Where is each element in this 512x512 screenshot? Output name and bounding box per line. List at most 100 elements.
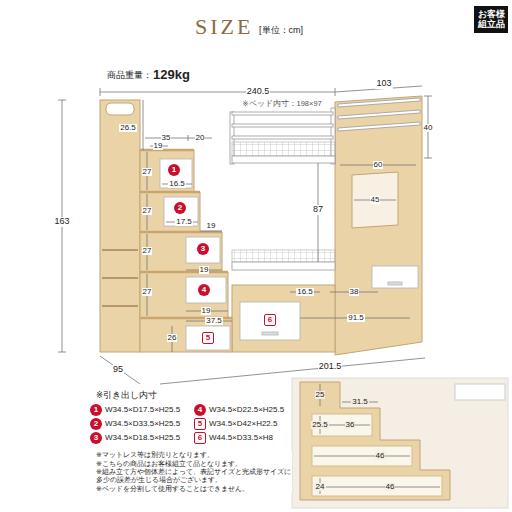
dimension-line [100,88,335,96]
dimension-label: 27 [142,168,153,177]
title: SIZE [194,15,254,39]
drawer-size: W34.5×D17.5×H25.5 [104,406,181,415]
callout-number: 5 [202,332,214,344]
dimension-label: 87 [312,205,324,215]
callout-number: 1 [168,164,180,176]
weight-label: 商品重量： [106,71,153,81]
node-text: 1 [168,164,180,176]
dimension-label: 27 [142,288,153,297]
dimension-label: 163 [53,217,70,227]
bed-drawer [240,266,418,340]
dimension-label: 91.5 [347,314,365,323]
callout-number: 3 [197,243,209,255]
callout-number: 4 [198,284,210,296]
note-text: ※マットレス等は別売りとなります。 [95,451,292,459]
dimension-label: 27 [142,247,153,256]
guard-rail [232,124,333,127]
bed-frame [232,142,335,156]
bed-frame [232,285,335,352]
drawer-size: W34.5×D22.5×H25.5 [208,406,285,415]
guard-rail [338,110,420,119]
callout-number: 1 [90,404,102,416]
dimension-label: 17.5 [175,218,193,227]
dimension-label: 38 [349,288,360,297]
inset-photo [300,382,450,500]
note-text: ※組み立て方や個体差によって、表記サイズと完成形サイズに多少の誤差が生じる場合が… [95,468,292,483]
list-heading: ※引き出し内寸 [95,391,158,400]
node-text: 4 [194,404,206,416]
dimension-label: 24 [315,483,326,492]
node-text: 2 [174,202,186,214]
node-text: 3 [197,243,209,255]
drawer-size: W44.5×D33.5×H8 [208,434,274,443]
inset-photo [312,476,442,496]
inner-size-note: ※ベッド内寸：198×97 [241,100,323,108]
dimension-label: 37.5 [205,317,223,326]
dimension-label: 26 [167,334,178,343]
dimension-line [162,184,232,321]
dimension-label: 95 [112,365,124,375]
dimension-label: 36 [345,421,356,430]
bed-frame [232,250,335,262]
guard-rail [338,98,420,107]
weight-label: 129kg [152,68,191,82]
stair-drawer [186,277,226,303]
dimension-label: 25.5 [311,421,329,430]
node-text: 5 [195,419,205,429]
unit-label: [単位：cm] [258,26,304,36]
dimension-label: 40 [423,124,434,133]
stair-body [140,150,232,352]
inset-photo [292,378,508,508]
stair-side-panel [106,103,134,115]
node-text: お客様組立品 [477,9,505,30]
stair-side-panel [100,100,140,352]
assembly-badge: お客様組立品 [474,6,508,33]
note-text: ※こちらの商品はお客様組立て品となります。 [95,460,292,468]
bed-frame [232,142,335,352]
dimension-label: 26.5 [119,124,137,133]
node-text: 3 [90,432,102,444]
bed-drawer [372,266,418,288]
dimension-label: 45 [370,196,381,205]
bed-drawer [262,332,278,335]
dimension-label: 31.5 [351,398,369,407]
node-text: 6 [195,433,205,443]
stair-side-panel [100,100,140,352]
guard-rail [232,136,333,139]
dimension-label: 19 [153,142,164,151]
bed-end-panel [335,96,422,355]
node-text: 4 [198,284,210,296]
guard-rail [230,98,420,164]
dimension-line [58,86,432,384]
dimension-label: 20 [195,134,206,143]
callout-number: 6 [194,432,206,444]
callout-number: 5 [194,418,206,430]
stair-drawer [186,237,220,263]
dimension-label: 60 [373,161,384,170]
note-text: ※ベッドを分割して使用することはできません。 [95,485,292,493]
inset-photo [455,384,505,400]
stair-body [140,150,232,352]
dimension-label: 103 [375,79,392,89]
dimension-line [143,100,144,150]
dimension-label: 19 [199,266,210,275]
dimension-label: 19 [201,307,212,316]
guard-rail [232,112,333,115]
stair-drawer [186,326,230,350]
dimension-label: 46 [375,452,386,461]
inset-photo [314,384,440,494]
callout-number: 2 [90,418,102,430]
node-text: 5 [203,333,213,343]
stair-body [140,150,232,318]
callout-number: 6 [264,314,276,326]
callout-number: 2 [174,202,186,214]
dimension-label: 19 [206,222,217,231]
node-text: 1 [90,404,102,416]
node-text: 2 [90,418,102,430]
node-text: 6 [265,315,275,325]
bed-frame [232,156,335,163]
dimension-label: 240.5 [246,87,271,97]
callout-number: 3 [90,432,102,444]
stair-side-panel [102,250,138,306]
